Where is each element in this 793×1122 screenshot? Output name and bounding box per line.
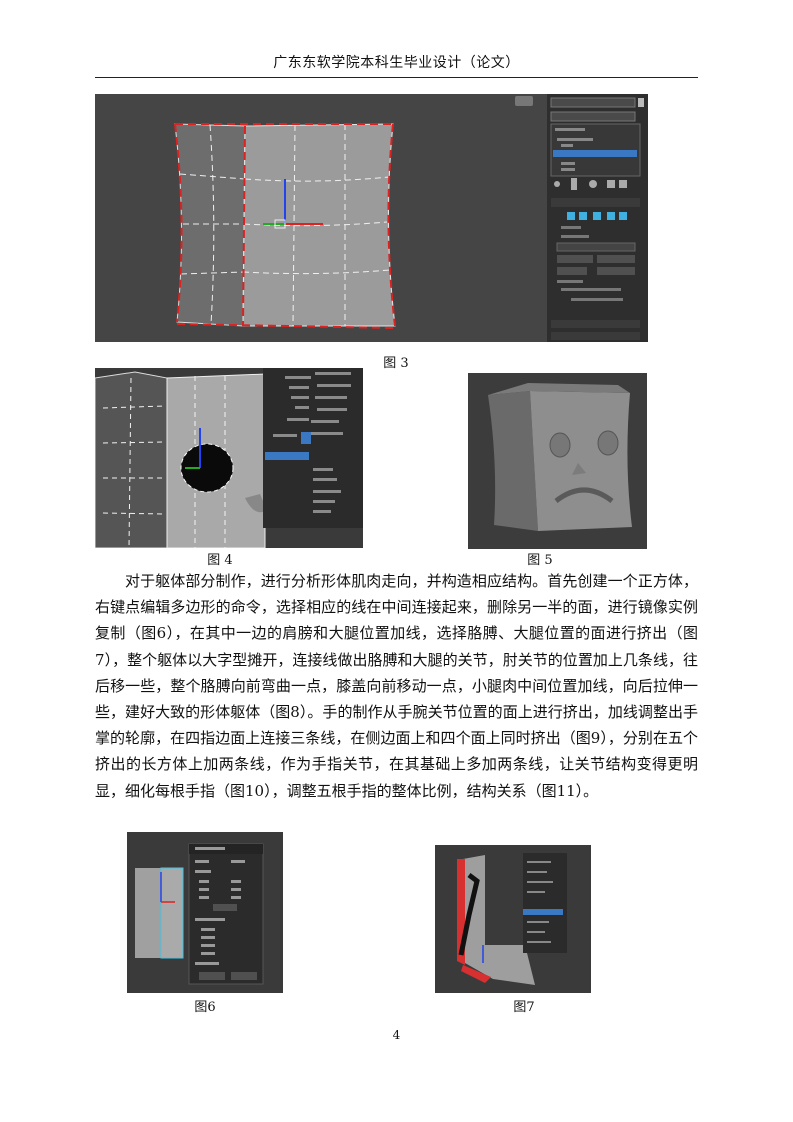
figure-4-image: [95, 368, 363, 548]
body-paragraph: 对于躯体部分制作，进行分析形体肌肉走向，并构造相应结构。首先创建一个正方体，右键…: [95, 572, 698, 800]
page-header-title: 广东东软学院本科生毕业设计（论文）: [273, 55, 520, 71]
figure-5-caption: 图 5: [527, 553, 553, 568]
figure-6-image: [127, 832, 283, 993]
figure-3-image: [95, 94, 648, 342]
page-number: 4: [392, 1028, 401, 1042]
figure-3-caption: 图 3: [383, 356, 409, 371]
figure-4-caption: 图 4: [207, 553, 233, 568]
figure-5-image: [468, 373, 647, 549]
header-rule: [95, 77, 698, 78]
figure-7-caption: 图7: [513, 1000, 535, 1015]
figure-7-image: [435, 845, 591, 993]
figure-6-caption: 图6: [194, 1000, 216, 1015]
